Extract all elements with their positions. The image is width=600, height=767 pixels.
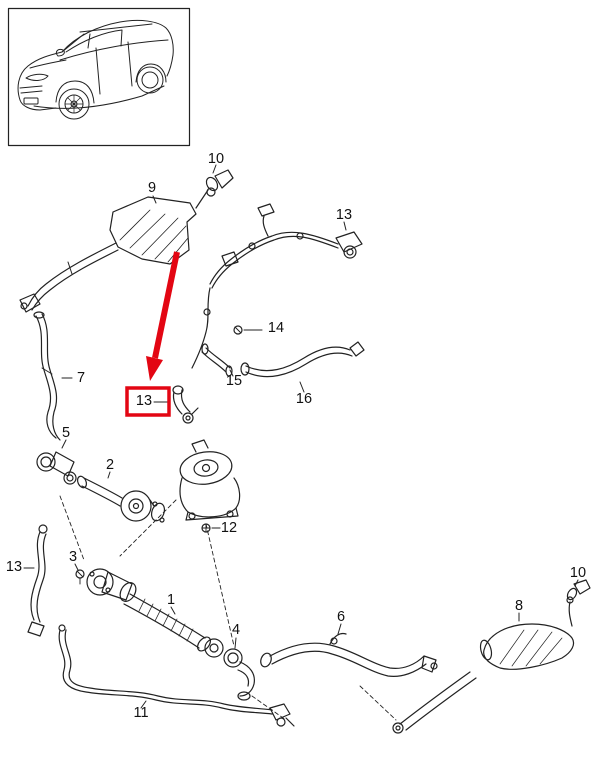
part-16-hose [240, 341, 365, 393]
part-1-main-hose [86, 568, 224, 658]
part-13-highlighted-hose [153, 385, 199, 424]
part-10-top [195, 164, 234, 209]
part-label-12: 12 [220, 519, 238, 536]
part-9-tank [109, 195, 197, 265]
highlight-arrow-head [146, 356, 163, 381]
part-13-upper-harness [191, 203, 363, 369]
part-7-hose [33, 311, 73, 441]
part-label-5: 5 [61, 424, 71, 441]
part-8-shield [392, 612, 575, 734]
part-label-16: 16 [295, 390, 313, 407]
part-label-9: 9 [147, 179, 157, 196]
part-3-screw [74, 563, 85, 585]
part-label-13-highlighted: 13 [135, 392, 153, 409]
part-12-bolt [201, 523, 221, 533]
vehicle-inset [7, 7, 191, 147]
part-label-8: 8 [514, 597, 524, 614]
hose-upper-left [19, 242, 119, 313]
housing-center [59, 439, 241, 647]
part-4-elbow [223, 637, 287, 721]
highlight-box [125, 386, 171, 417]
part-5-fitting [36, 439, 77, 485]
part-10-right [566, 579, 591, 627]
part-label-13-left: 13 [5, 558, 23, 575]
part-15-hose [201, 343, 234, 377]
part-label-3: 3 [68, 548, 78, 565]
part-label-7: 7 [76, 369, 86, 386]
part-14-screw [233, 325, 263, 335]
part-label-13-upper: 13 [335, 206, 353, 223]
part-11-thin-hose [58, 624, 295, 727]
part-label-4: 4 [231, 621, 241, 638]
part-label-10-right: 10 [569, 564, 587, 581]
part-2-pump-hose [76, 471, 166, 523]
part-label-14: 14 [267, 319, 285, 336]
part-6-hose [260, 623, 438, 721]
highlight-arrow-shaft [152, 251, 180, 359]
part-label-10-top: 10 [207, 150, 225, 167]
highlight-annotation [125, 251, 180, 417]
part-label-15: 15 [225, 372, 243, 389]
part-label-2: 2 [105, 456, 115, 473]
part-label-1: 1 [166, 591, 176, 608]
part-13-left-hose [23, 524, 48, 637]
part-label-6: 6 [336, 608, 346, 625]
part-label-11: 11 [133, 704, 149, 721]
